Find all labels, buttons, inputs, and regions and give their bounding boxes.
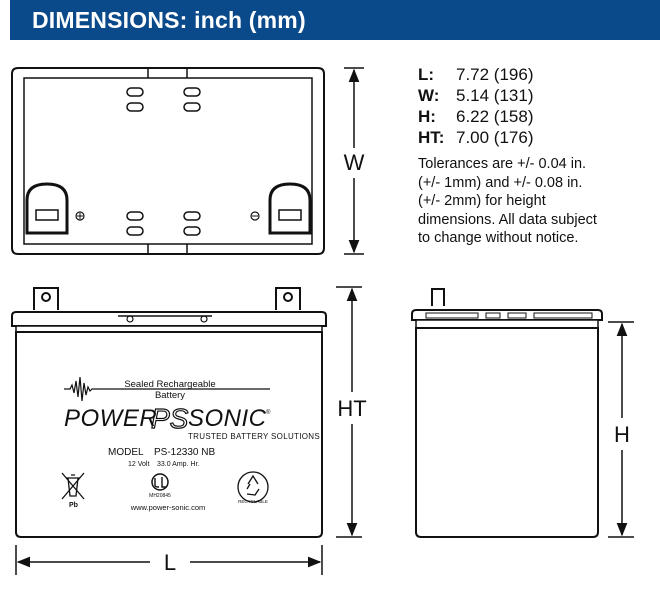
ul-label: MH20845 — [149, 493, 171, 499]
dimension-key: HT: — [418, 128, 445, 147]
dimension-row-ht: HT: 7.00 (176) — [418, 127, 534, 148]
width-label: W — [344, 150, 365, 175]
dimension-list: L: 7.72 (196) W: 5.14 (131) H: 6.22 (158) H… — [418, 64, 534, 148]
dimension-value: 6.22 (158) — [456, 107, 534, 126]
voltage-text: 12 Volt — [128, 461, 149, 468]
width-dimension — [344, 67, 364, 255]
pb-label: Pb — [69, 502, 78, 509]
page-title: DIMENSIONS: inch (mm) — [32, 7, 306, 33]
battery-text: Battery — [155, 390, 185, 401]
dimension-row-l: L: 7.72 (196) — [418, 64, 534, 85]
crossed-bin-icon — [61, 472, 85, 500]
ul-mark-icon — [151, 473, 169, 491]
capacity-text: 33.0 Amp. Hr. — [157, 461, 199, 468]
dimension-value: 5.14 (131) — [456, 86, 534, 105]
dimension-row-w: W: 5.14 (131) — [418, 85, 534, 106]
recycle-icon — [237, 471, 269, 503]
brand-power: POWER — [64, 405, 157, 432]
total-height-dimension — [336, 286, 362, 538]
dimension-key: W: — [418, 86, 440, 105]
dimension-value: 7.72 (196) — [456, 65, 534, 84]
front-view — [11, 287, 327, 538]
dimension-key: H: — [418, 107, 436, 126]
recycle-label: RECYCLABLE — [238, 499, 268, 504]
length-label: L — [164, 550, 176, 575]
waveform-icon — [64, 376, 270, 402]
battery-label: Sealed Rechargeable Battery POWER PS SON… — [61, 376, 320, 512]
height-dimension — [608, 321, 634, 538]
model-label: MODEL — [108, 447, 144, 458]
model-value: PS-12330 NB — [154, 447, 215, 458]
top-view — [11, 67, 325, 255]
website-text: www.power-sonic.com — [130, 503, 206, 512]
note-line: Tolerances are +/- 0.04 in. — [418, 156, 587, 172]
note-line: dimensions. All data subject — [418, 211, 597, 228]
tolerance-note: Tolerances are +/- 0.04 in. (+/- 1mm) an… — [418, 155, 643, 248]
tagline-text: TRUSTED BATTERY SOLUTIONS — [188, 432, 320, 441]
length-dimension — [15, 545, 323, 575]
brand-ps-logo: PS — [151, 403, 189, 434]
note-line: (+/- 2mm) for height — [418, 193, 546, 209]
trademark-mark: ® — [266, 409, 271, 416]
header-bar: DIMENSIONS: inch (mm) — [10, 0, 660, 40]
total-height-label: HT — [337, 396, 366, 421]
brand-sonic: SONIC — [188, 405, 267, 432]
dimension-key: L: — [418, 65, 435, 84]
sealed-text: Sealed Rechargeable — [124, 379, 215, 390]
side-view — [411, 288, 603, 538]
height-label: H — [614, 422, 630, 447]
note-line: to change without notice. — [418, 230, 579, 246]
dimension-value: 7.00 (176) — [456, 128, 534, 147]
dimension-row-h: H: 6.22 (158) — [418, 106, 534, 127]
note-line: (+/- 1mm) and +/- 0.08 in. — [418, 174, 583, 191]
